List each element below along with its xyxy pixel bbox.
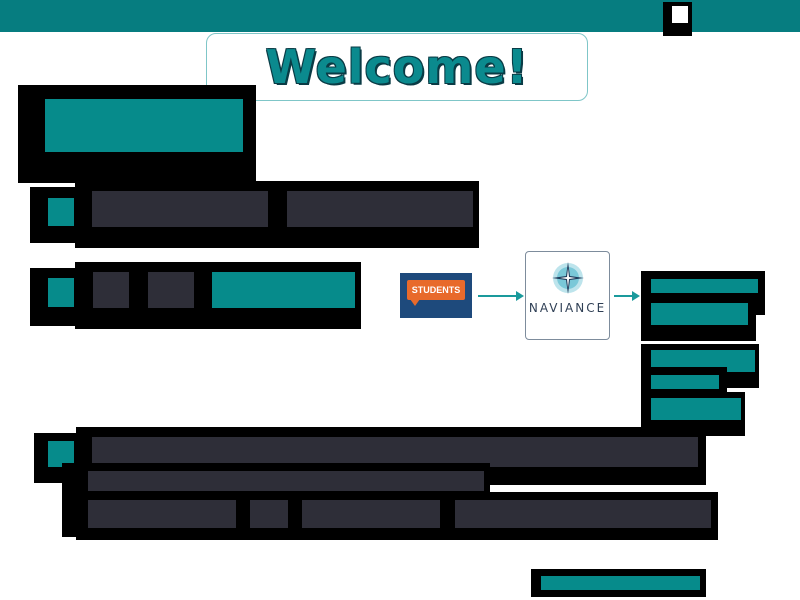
page-title: Welcome! (265, 40, 529, 94)
arrow-head-icon (632, 291, 640, 301)
hidden-text-block (92, 437, 698, 467)
bullet-marker (48, 441, 74, 467)
bullet-marker (48, 198, 74, 226)
hidden-text-block (93, 272, 129, 308)
bullet-marker (48, 278, 74, 307)
compass-star-icon (552, 262, 584, 294)
hidden-link-block[interactable] (651, 398, 741, 420)
arrow-right-icon (478, 295, 518, 297)
square-icon (672, 6, 688, 23)
hidden-text-block (455, 500, 711, 528)
hidden-link-block[interactable] (651, 350, 755, 372)
hidden-text-block (88, 500, 236, 528)
speech-tail-icon (410, 299, 420, 306)
hidden-text-block (250, 500, 288, 528)
arrow-head-icon (516, 291, 524, 301)
hidden-link-block[interactable] (651, 375, 719, 389)
hidden-text-block (287, 191, 473, 227)
hidden-heading-block (45, 99, 243, 152)
hidden-link-block[interactable] (212, 272, 355, 308)
hidden-link-block[interactable] (651, 279, 758, 293)
students-logo-label: STUDENTS (407, 280, 465, 300)
naviance-logo-label: NAVIANCE (528, 301, 607, 315)
hidden-text-block (302, 500, 440, 528)
hidden-text-block (88, 471, 484, 491)
hidden-link-block[interactable] (541, 576, 700, 590)
hidden-link-block[interactable] (651, 303, 748, 325)
hidden-text-block (148, 272, 194, 308)
arrow-right-icon (614, 295, 634, 297)
hidden-text-block (92, 191, 268, 227)
welcome-banner (206, 33, 588, 101)
